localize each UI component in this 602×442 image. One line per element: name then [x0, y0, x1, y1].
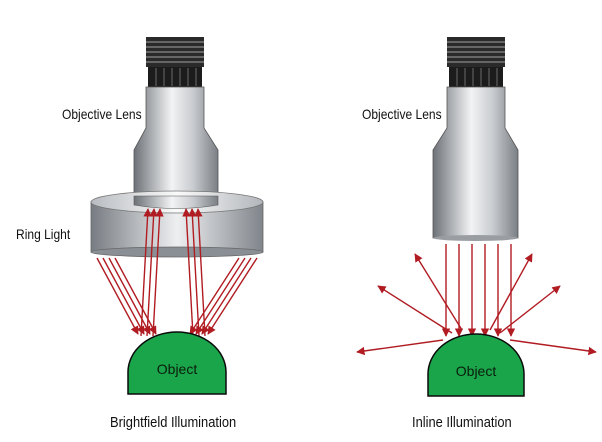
left-object: Object [127, 331, 227, 395]
left-light-rays [96, 208, 258, 337]
objective-lens-label-right: Objective Lens [362, 106, 442, 122]
right-object: Object [427, 333, 525, 397]
objective-lens-label-left: Objective Lens [62, 106, 142, 122]
right-object-label: Object [456, 363, 497, 379]
ring-light [90, 190, 264, 258]
right-light-rays [356, 244, 597, 356]
caption-inline: Inline Illumination [412, 414, 512, 431]
left-lens-barrel [133, 86, 219, 201]
ring-light-label: Ring Light [16, 226, 71, 242]
left-objective-lens [133, 37, 219, 201]
caption-brightfield: Brightfield Illumination [110, 414, 237, 431]
right-objective-lens [432, 37, 519, 241]
left-object-label: Object [157, 361, 198, 377]
right-lens-barrel [432, 86, 519, 239]
